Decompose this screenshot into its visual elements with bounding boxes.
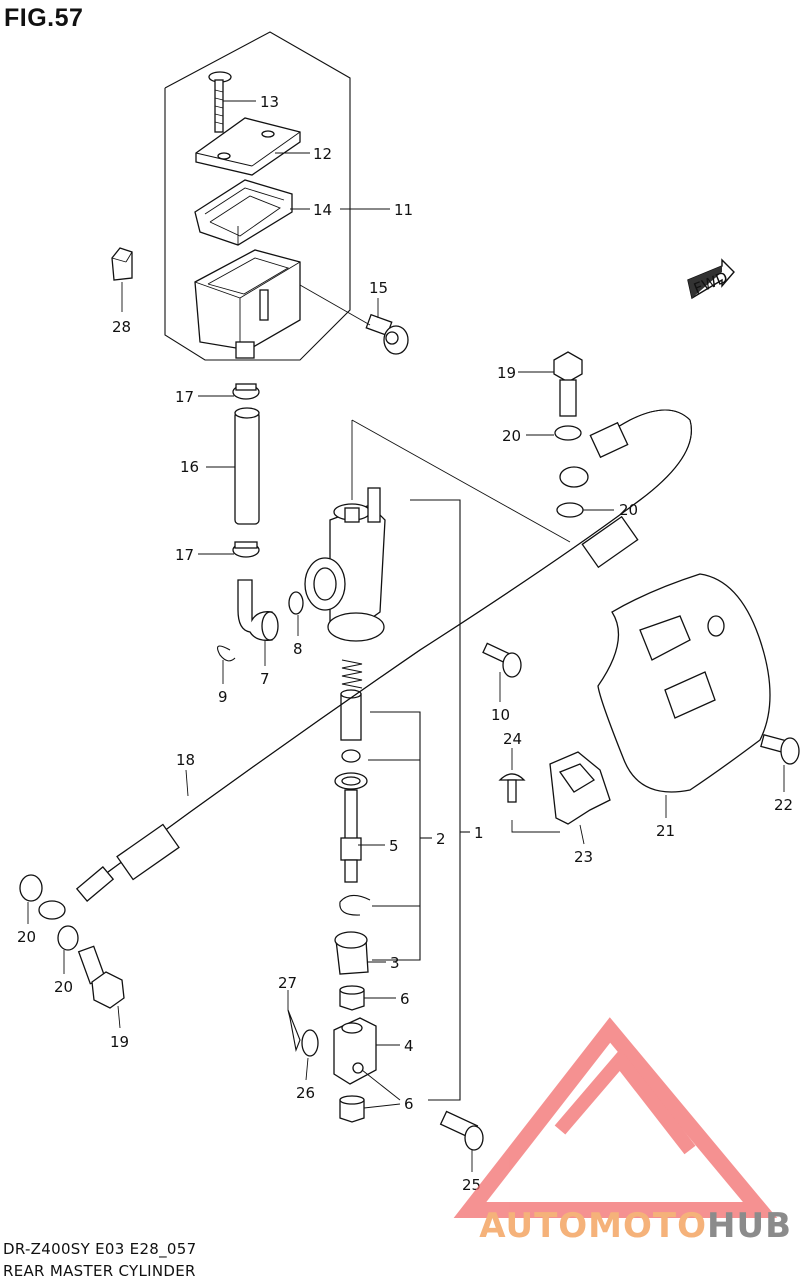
footer-assembly-name: REAR MASTER CYLINDER [3,1262,196,1280]
watermark-logo [453,1017,778,1218]
group-1-bracket [410,499,461,1101]
figure-title: FIG.57 [4,4,84,32]
callout-17-lower: 17 [175,546,194,564]
callout-12: 12 [313,145,332,163]
watermark-part1: AUTOMOTO [479,1206,708,1246]
reservoir-body [194,249,301,359]
part-24-screw [498,773,526,803]
callout-7: 7 [260,670,270,688]
callout-23: 23 [574,848,593,866]
part-12-reservoir-cap [195,117,301,176]
part-5-piston-assembly [334,689,368,883]
callout-22: 22 [774,796,793,814]
reference-line-3 [511,820,560,833]
part-7-elbow-joint [237,579,279,641]
part-16-hose [234,407,260,525]
callout-2: 2 [436,830,446,848]
callout-24: 24 [503,730,522,748]
circlip-2 [339,894,371,916]
callout-28: 28 [112,318,131,336]
callout-9: 9 [218,688,228,706]
callout-16: 16 [180,458,199,476]
spring [341,659,363,689]
callout-13: 13 [260,93,279,111]
part-18-brake-hose [38,409,692,920]
part-20-washer-lower-b [57,925,79,951]
part-20-washer-lower-a [19,874,43,902]
callout-8: 8 [293,640,303,658]
part-27-cotter-pin [287,1009,301,1052]
callout-3: 3 [390,954,400,972]
fwd-label: FWD [691,268,730,298]
part-20-washer-upper-a [554,425,582,441]
fwd-arrow-icon: FWD [687,258,735,300]
part-6-nut-lower [339,1095,365,1123]
watermark-part2: HUB [707,1206,792,1246]
callout-10: 10 [491,706,510,724]
part-9-circlip [217,645,236,662]
callout-21: 21 [656,822,675,840]
part-13-screw [208,71,232,133]
callout-6-lower: 6 [404,1095,414,1113]
callout-20-lower-a: 20 [17,928,36,946]
part-25-clevis-pin [439,1110,484,1151]
part-8-o-ring [288,591,304,615]
callout-15: 15 [369,279,388,297]
part-10-screw [482,642,522,678]
callout-18: 18 [176,751,195,769]
part-17-clamp-upper [232,383,260,400]
callout-4: 4 [404,1037,414,1055]
part-6-nut-upper [339,985,365,1011]
callout-26: 26 [296,1084,315,1102]
callout-20-upper-b: 20 [619,501,638,519]
part-14-diaphragm [194,179,293,246]
callout-27: 27 [278,974,297,992]
callout-20-upper-a: 20 [502,427,521,445]
callout-14: 14 [313,201,332,219]
part-22-bolt [760,734,800,765]
callout-5: 5 [389,837,399,855]
master-cylinder-body [304,487,386,642]
callout-6-upper: 6 [400,990,410,1008]
callout-17-upper: 17 [175,388,194,406]
part-3-boot [334,931,369,975]
group-2-bracket [370,711,421,961]
part-19-banjo-bolt-upper [553,351,583,417]
callout-1: 1 [474,824,484,842]
part-19-banjo-bolt-lower [77,945,125,1009]
part-15-bolt [365,313,409,355]
part-28-clip [111,247,133,281]
part-21-master-cylinder-guard [597,573,771,793]
part-17-clamp-lower [232,541,260,558]
part-26-washer [301,1029,319,1057]
callout-19-lower: 19 [110,1033,129,1051]
footer-model-code: DR-Z400SY E03 E28_057 [3,1240,197,1258]
part-4-clevis [333,1017,377,1085]
part-20-washer-upper-b [556,502,584,518]
reference-line-2 [351,419,571,543]
callout-11: 11 [394,201,413,219]
callout-19-upper: 19 [497,364,516,382]
reservoir-group-bracket [164,31,351,361]
watermark-brand-text: AUTOMOTOHUB [479,1206,792,1246]
part-23-bracket [549,751,611,825]
callout-20-lower-b: 20 [54,978,73,996]
